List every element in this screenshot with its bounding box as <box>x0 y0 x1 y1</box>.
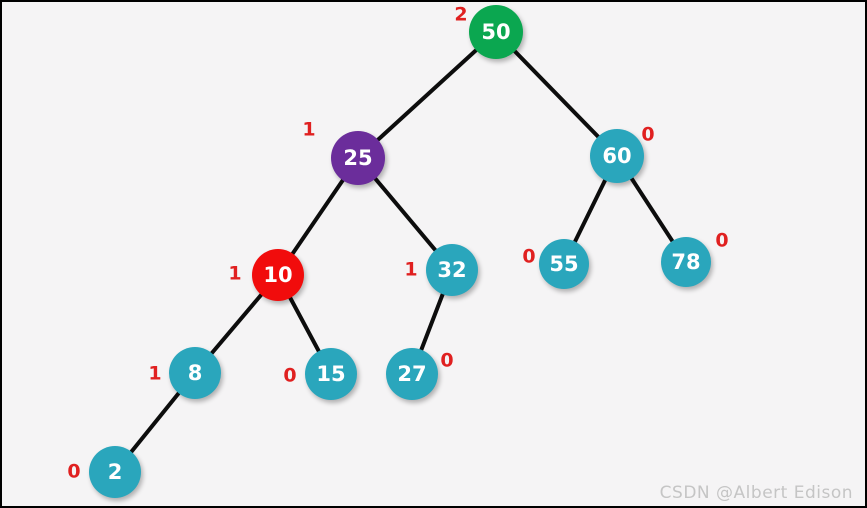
tree-node-value: 60 <box>602 144 632 168</box>
tree-node-value: 27 <box>397 362 427 386</box>
tree-node-50: 50 <box>469 5 523 59</box>
balance-factor-label-15: 0 <box>283 364 297 387</box>
tree-node-value: 15 <box>316 362 346 386</box>
tree-edge-50-60 <box>494 30 619 158</box>
tree-node-value: 8 <box>187 361 203 385</box>
tree-node-32: 32 <box>426 244 478 296</box>
tree-node-8: 8 <box>169 347 221 399</box>
tree-node-value: 10 <box>263 263 293 287</box>
balance-factor-label-2: 0 <box>67 460 81 483</box>
tree-node-25: 25 <box>331 131 385 185</box>
balance-factor-label-55: 0 <box>522 245 536 268</box>
tree-node-value: 55 <box>549 252 579 276</box>
tree-node-2: 2 <box>89 446 141 498</box>
tree-node-value: 2 <box>107 460 123 484</box>
tree-node-10: 10 <box>252 249 304 301</box>
balance-factor-label-50: 2 <box>454 3 468 26</box>
tree-node-60: 60 <box>590 129 644 183</box>
balance-factor-label-25: 1 <box>302 118 316 141</box>
tree-node-value: 32 <box>437 258 467 282</box>
balance-factor-label-32: 1 <box>404 258 418 281</box>
balance-factor-label-10: 1 <box>228 262 242 285</box>
tree-node-27: 27 <box>386 348 438 400</box>
tree-node-value: 78 <box>671 250 701 274</box>
tree-node-55: 55 <box>539 239 589 289</box>
tree-node-value: 50 <box>481 20 511 44</box>
balance-factor-label-60: 0 <box>641 123 655 146</box>
balance-factor-label-8: 1 <box>148 362 162 385</box>
watermark: CSDN @Albert Edison <box>659 483 853 503</box>
balance-factor-label-78: 0 <box>715 229 729 252</box>
tree-node-15: 15 <box>305 348 357 400</box>
tree-edge-50-25 <box>356 30 498 160</box>
tree-node-value: 25 <box>343 146 373 170</box>
tree-node-78: 78 <box>661 237 711 287</box>
balance-factor-label-27: 0 <box>440 349 454 372</box>
